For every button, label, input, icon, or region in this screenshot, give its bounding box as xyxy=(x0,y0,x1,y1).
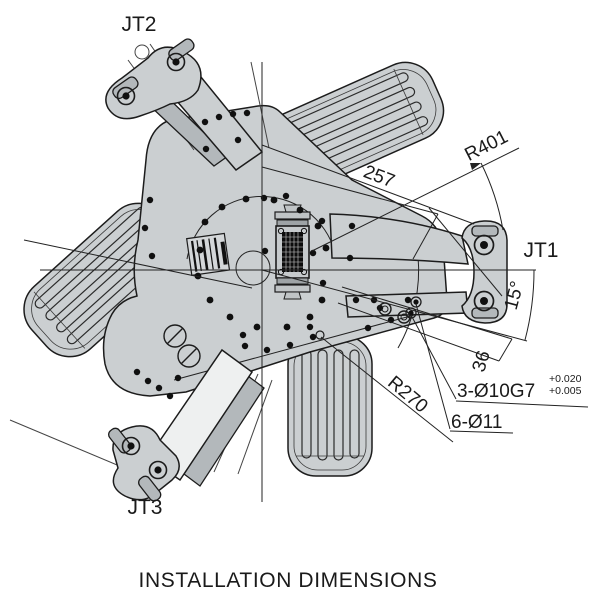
dim-15deg-lines xyxy=(261,269,535,342)
dowel-tolerance-upper: +0.020 xyxy=(549,373,582,385)
boss-arc xyxy=(186,195,336,260)
arm-jt1 xyxy=(329,213,508,324)
dim-r270-text: R270 xyxy=(383,372,431,417)
connector-block xyxy=(274,204,311,300)
dowel-holes-callout: 3-Ø10G7 xyxy=(457,381,535,402)
jt1-label: JT1 xyxy=(523,239,558,262)
dim-36-text: 36 xyxy=(469,348,495,374)
dowel-tolerance-lower: +0.005 xyxy=(549,385,582,397)
dim-36-lines xyxy=(337,286,513,362)
dim-257-lines xyxy=(261,144,503,297)
motor-housing-bottom xyxy=(287,335,373,477)
bolt-holes-callout: 6-Ø11 xyxy=(451,412,502,433)
dim-r401-text: R401 xyxy=(462,126,512,165)
jt3-label: JT3 xyxy=(127,496,162,519)
callout-leaders xyxy=(320,303,589,443)
hatched-plate-detail xyxy=(185,232,231,276)
center-bore xyxy=(235,250,271,286)
centerlines xyxy=(23,62,536,502)
screw-markers xyxy=(163,324,201,368)
drawing-title: INSTALLATION DIMENSIONS xyxy=(139,569,438,592)
dim-r401-lines xyxy=(311,147,520,252)
jt2-label: JT2 xyxy=(121,13,156,36)
arm-jt3 xyxy=(108,348,265,502)
bolt-holes xyxy=(133,109,412,400)
